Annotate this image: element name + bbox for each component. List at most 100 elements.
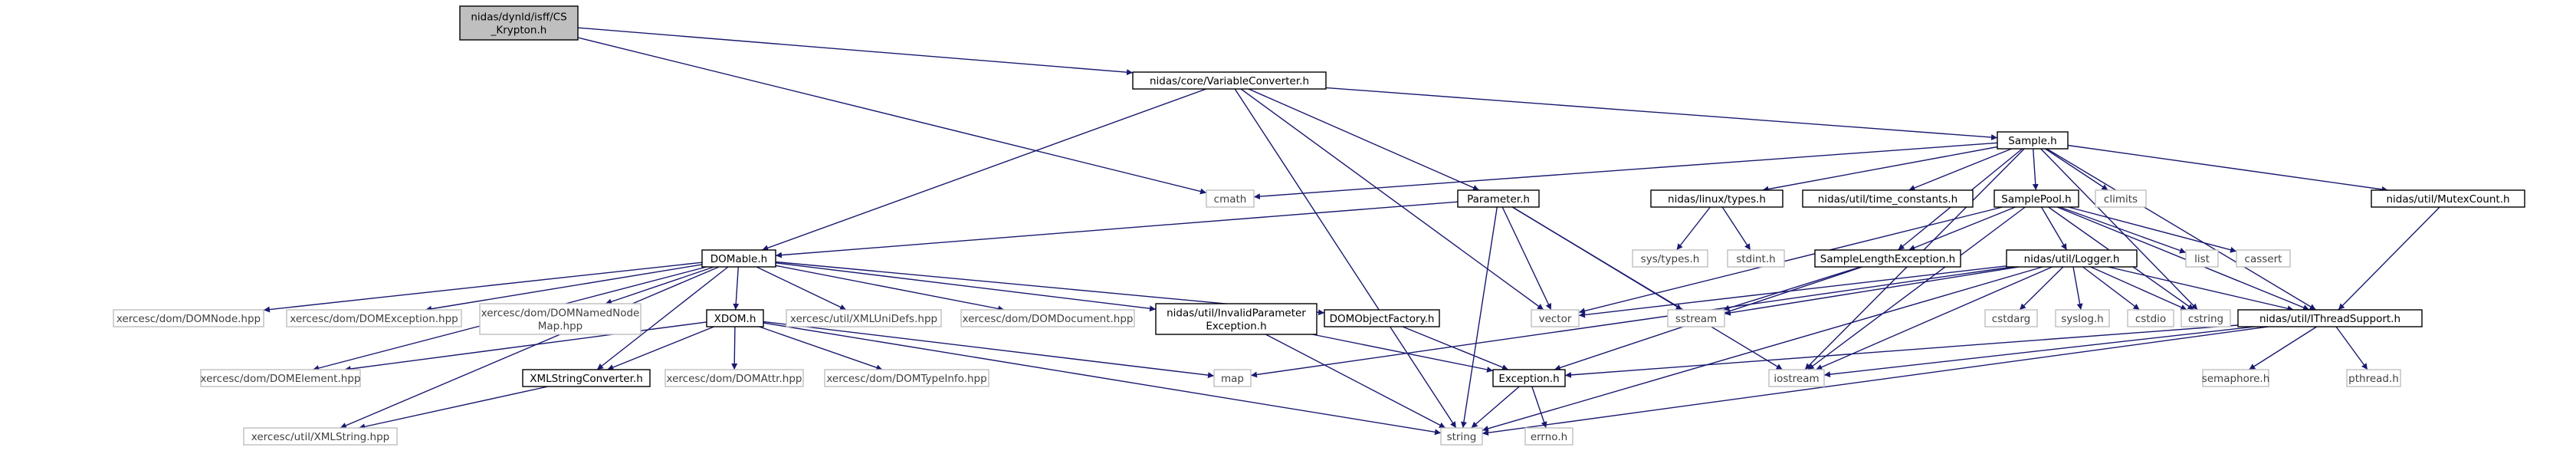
edge-line [733,266,740,311]
edge-line [2335,326,2368,370]
node-list: list [2185,249,2219,268]
edge-line [2338,206,2440,311]
edge-line [1460,206,1498,429]
node-label: vector [1539,313,1572,325]
edge-xmlstrconv-to-xmlstring [359,386,548,430]
edge-line [2056,206,2310,311]
node-label: Map.hpp [538,321,582,333]
node-label: sstream [1675,313,1717,325]
node-label: iostream [1774,373,1819,385]
node-label: SampleLengthException.h [1820,253,1955,265]
edge-sample-to-linuxtypes [1762,146,1998,192]
node-label: DOMObjectFactory.h [1330,313,1435,325]
node-domelement: xercesc/dom/DOMElement.hpp [200,369,361,387]
node-xmlstring: xercesc/util/XMLString.hpp [243,427,398,446]
node-label: cstring [2188,313,2223,325]
node-box [2006,249,2138,268]
edge-threadsupport-to-iostream [1823,326,2255,378]
node-box [1440,427,1483,446]
edge-line [2040,206,2068,251]
node-logger[interactable]: nidas/util/Logger.h [2006,249,2138,268]
node-box [1802,189,1974,208]
edge-samplepool-to-logger [2040,206,2068,251]
node-box [1994,189,2079,208]
edge-samplepool-to-iostream [1807,206,2026,370]
node-samplepool[interactable]: SamplePool.h [1994,189,2079,208]
node-box [2237,309,2423,327]
edge-mutexcount-to-threadsupport [2338,206,2440,311]
node-label: stdint.h [1736,253,1775,265]
edge-line [263,262,703,313]
node-varconv[interactable]: nidas/core/VariableConverter.h [1132,71,1327,90]
edge-varconv-to-domable [762,88,1206,252]
node-label: map [1221,373,1244,385]
node-xmlunidefs: xercesc/util/XMLUniDefs.hpp [786,309,942,327]
node-label: Sample.h [2008,135,2056,147]
node-timeconst[interactable]: nidas/util/time_constants.h [1802,189,1974,208]
edge-line [1501,206,1552,311]
node-label: cstdio [2135,313,2166,325]
node-exception[interactable]: Exception.h [1492,369,1566,387]
node-domattr: xercesc/dom/DOMAttr.hpp [665,369,804,387]
edge-line [1325,87,1998,140]
edge-parameter-to-iostream [1511,206,1784,370]
node-label: xercesc/dom/DOMException.hpp [290,313,458,325]
node-box [1727,249,1785,268]
edge-line [1676,206,1711,251]
dependency-edges [263,27,2440,436]
node-box [286,309,462,327]
node-label: nidas/util/InvalidParameter [1167,308,1306,320]
node-domobjfac[interactable]: DOMObjectFactory.h [1324,309,1440,327]
node-box [1324,309,1440,327]
edge-line [1564,324,2239,378]
node-box [2371,189,2525,208]
edge-line [1816,266,2053,370]
edge-line [596,266,729,370]
node-label: nidas/core/VariableConverter.h [1150,75,1309,87]
node-samplelen[interactable]: SampleLengthException.h [1814,249,1961,268]
node-linuxtypes[interactable]: nidas/linux/types.h [1650,189,1784,208]
node-cstdio: cstdio [2127,309,2174,327]
edge-line [1762,146,1998,192]
edge-logger-to-threadsupport [2108,266,2294,312]
edge-line [756,266,847,311]
node-threadsupport[interactable]: nidas/util/IThreadSupport.h [2237,309,2423,327]
edge-line [1482,326,2269,436]
node-parameter[interactable]: Parameter.h [1457,189,1540,208]
edge-line [1578,206,2003,314]
edge-domable-to-domdoc [775,265,1005,312]
node-label: nidas/util/time_constants.h [1818,193,1957,206]
node-label: Exception.h [1498,373,1559,385]
edge-line [775,262,1157,312]
edge-line [2019,266,2064,311]
edge-xdom-to-string [763,322,1442,436]
edge-varconv-to-vector [1240,88,1544,311]
edge-logger-to-iostream [1816,266,2053,370]
node-xdom[interactable]: XDOM.h [706,309,764,327]
node-domable[interactable]: DOMable.h [701,249,776,268]
node-xmlstrconv[interactable]: XMLStringConverter.h [522,369,651,387]
edge-line [2059,206,2187,254]
node-sample[interactable]: Sample.h [1997,131,2069,150]
node-vector: vector [1531,309,1580,327]
node-label: pthread.h [2348,373,2399,385]
node-label: XDOM.h [714,313,756,325]
edge-line [2248,326,2318,370]
node-box [1984,309,2038,327]
node-mutexcount[interactable]: nidas/util/MutexCount.h [2371,189,2525,208]
node-semaphore: semaphore.h [2202,369,2269,387]
edge-line [2040,148,2198,311]
node-label: nidas/util/MutexCount.h [2386,193,2509,206]
edge-line [1248,88,1480,191]
edge-line [1578,265,2007,318]
edge-varconv-to-parameter [1248,88,1480,191]
edge-linuxtypes-to-systypes [1676,206,1711,251]
node-box [786,309,942,327]
node-iostream: iostream [1768,369,1825,387]
node-root[interactable]: nidas/dynld/isff/CS_Krypton.h [459,5,579,41]
node-label: nidas/linux/types.h [1668,193,1766,206]
node-domdoc: xercesc/dom/DOMDocument.hpp [960,309,1135,327]
